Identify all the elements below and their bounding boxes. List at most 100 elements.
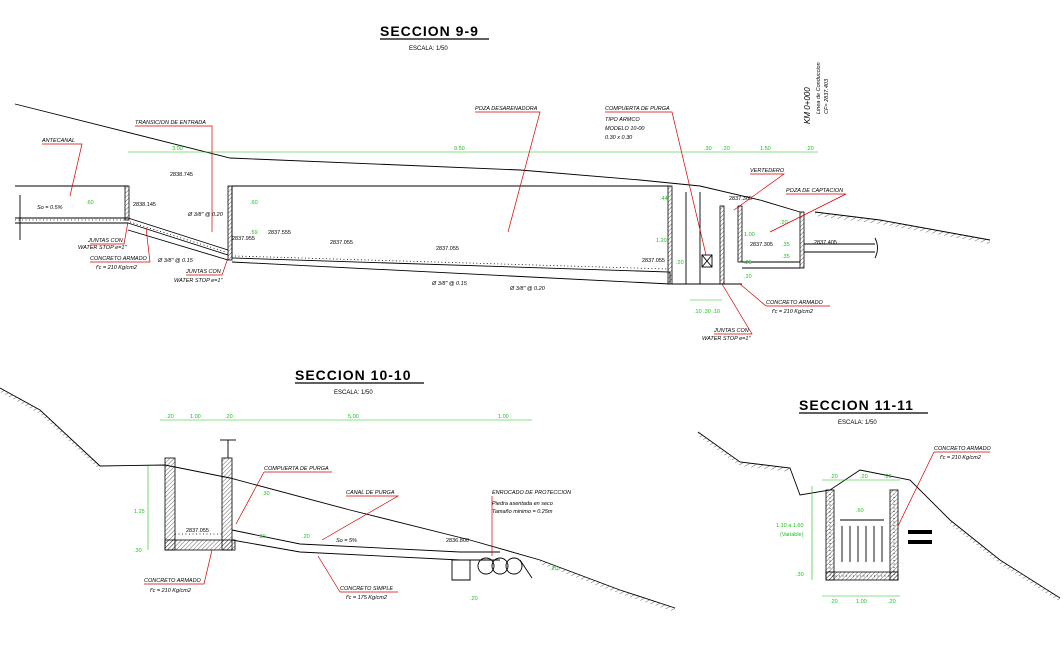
label-juntas3a: JUNTAS CON: [713, 328, 749, 334]
label-1010-concreto-a: CONCRETO ARMADO: [144, 578, 202, 584]
label-juntas1b: WATER STOP e=1": [78, 245, 127, 251]
dim-1111-60: .60: [856, 508, 864, 514]
dim-1010-20b: .20: [225, 414, 233, 420]
elev-2837-555: 2837.555: [268, 230, 291, 236]
dim-20e: .20: [744, 274, 752, 280]
label-modelo: MODELO 10-00: [605, 126, 645, 132]
dim-20a: .20: [722, 146, 730, 152]
transition-wall: [124, 185, 130, 221]
dim-1010-30c: .30: [258, 534, 266, 540]
dim-30: .30: [704, 146, 712, 152]
dim-10-30-10: .10 .30 .10: [694, 309, 720, 315]
elev-2838-745: 2838.745: [170, 172, 193, 178]
label-1010-simple-a: CONCRETO SIMPLE: [340, 586, 393, 592]
dim-44: .44: [660, 196, 668, 202]
label-1010-compuerta: COMPUERTA DE PURGA: [264, 466, 329, 472]
bar-marker-a: [908, 530, 932, 534]
elev-2837-055a: 2837.055: [330, 240, 353, 246]
label-fe1: Ø 3/8" @ 0.20: [187, 212, 224, 218]
dim-1010-20a: .20: [166, 414, 174, 420]
elev-2837-055c: 2837.055: [642, 258, 665, 264]
label-juntas2a: JUNTAS CON: [185, 269, 221, 275]
purge-wall-right: [221, 457, 233, 551]
section-11-11: SECCION 11-11 ESCALA: 1/50 .20 .20 .60 .…: [697, 397, 1061, 605]
label-1010-piedra: Piedra asentada en seco: [492, 501, 553, 507]
elev-1010-2837-055: 2837.055: [186, 528, 209, 534]
gate-box: [701, 254, 713, 268]
label-1111-variable-b: (Variable): [780, 532, 804, 538]
label-transicion: TRANSICION DE ENTRADA: [135, 120, 206, 126]
dim-1010-20e: .20: [550, 566, 558, 572]
label-tipo: TIPO ARMCO: [605, 117, 640, 123]
section-11-11-title: SECCION 11-11: [799, 397, 914, 413]
dim-1111-20a: .20: [830, 474, 838, 480]
dim-1111-20e: .20: [884, 474, 892, 480]
dim-25: .25: [744, 260, 752, 266]
label-1010-enrocado: ENROCADO DE PROTECCION: [492, 490, 571, 496]
channel-wall-left: [825, 489, 835, 581]
riprap: [451, 557, 533, 581]
dim-20d: .20: [676, 260, 684, 266]
label-concreto2a: CONCRETO ARMADO: [766, 300, 824, 306]
terrain-hatch: [815, 212, 990, 244]
label-fe2: Ø 3/8" @ 0.15: [157, 258, 194, 264]
channel-wall-right: [889, 489, 899, 581]
label-antecanal: ANTECANAL: [41, 138, 75, 144]
section-10-10-scale: ESCALA: 1/50: [334, 390, 373, 396]
label-so: So = 0.5%: [37, 205, 63, 211]
elev-2838-145: 2838.145: [133, 202, 156, 208]
dim-1010-1-00b: 1.00: [498, 414, 509, 420]
label-poza: POZA DESARENADORA: [475, 106, 538, 112]
label-medida: 0.30 x 0.30: [605, 135, 633, 141]
label-vertedero: VERTEDERO: [750, 168, 785, 174]
dim-1010-20c: .20: [302, 534, 310, 540]
label-1010-tamano: Tamaño minimo = 0.25m: [492, 509, 553, 515]
dim-20c: .20: [780, 220, 788, 226]
dim-1010-1-25: 1.25: [134, 509, 145, 515]
label-concreto1a: CONCRETO ARMADO: [90, 256, 148, 262]
dim-1010-5-00: 5.00: [348, 414, 359, 420]
label-1111-variable-a: 1.10 a 1.60: [776, 523, 804, 529]
label-1010-simple-b: f'c = 175 Kg/cm2: [346, 595, 387, 601]
section-10-10-title: SECCION 10-10: [295, 367, 411, 383]
label-1010-canal: CANAL DE PURGA: [346, 490, 395, 496]
label-fe3: Ø 3/8" @ 0.15: [431, 281, 468, 287]
label-1010-so: So = 5%: [336, 538, 357, 544]
dim-1010-20d: .20: [470, 596, 478, 602]
label-juntas3b: WATER STOP e=1": [702, 336, 751, 342]
dim-20b: .20: [806, 146, 814, 152]
label-1010-concreto-b: f'c = 210 Kg/cm2: [150, 588, 191, 594]
elev-2837-055b: 2837.055: [436, 246, 459, 252]
section-9-9-title: SECCION 9-9: [380, 23, 479, 39]
label-poza-captacion: POZA DE CAPTACION: [786, 188, 843, 194]
section-9-9: SECCION 9-9 ESCALA: 1/50: [14, 23, 991, 342]
section-10-10: SECCION 10-10 ESCALA: 1/50 .20 1.00 .20 …: [0, 367, 676, 612]
bar-marker-b: [908, 540, 932, 544]
label-linea: Linea de Conduccion: [816, 62, 822, 114]
dim-1-00: 1.00: [744, 232, 755, 238]
dim-1010-30b: .30: [262, 491, 270, 497]
dim-1-20: 1.20: [656, 238, 667, 244]
terrain-line: [14, 103, 801, 213]
dim-60b: .60: [250, 200, 258, 206]
label-fe4: Ø 3/8" @ 0.20: [509, 286, 546, 292]
dim-9-50: 9.50: [454, 146, 465, 152]
purge-wall-left: [164, 457, 176, 551]
label-km: KM 0+000: [803, 87, 812, 124]
dim-35b: .35: [782, 254, 790, 260]
label-juntas1a: JUNTAS CON: [87, 238, 123, 244]
label-1111-concreto-b: f'c = 210 Kg/cm2: [940, 455, 981, 461]
dim-1010-1-00a: 1.00: [190, 414, 201, 420]
dim-59: .59: [250, 230, 258, 236]
label-cota-km: CF= 2837.403: [824, 78, 830, 114]
channel-base: [825, 571, 899, 581]
dim-60a: .60: [86, 200, 94, 206]
dim-35a: .35: [782, 242, 790, 248]
label-juntas2b: WATER STOP e=1": [174, 278, 223, 284]
elev-2837-305a: 2837.305: [729, 196, 752, 202]
label-concreto2b: f'c = 210 Kg/cm2: [772, 309, 813, 315]
dim-1010-30a: .30: [134, 548, 142, 554]
inlet-wall: [227, 185, 233, 261]
dim-1111-20c: .20: [830, 599, 838, 605]
